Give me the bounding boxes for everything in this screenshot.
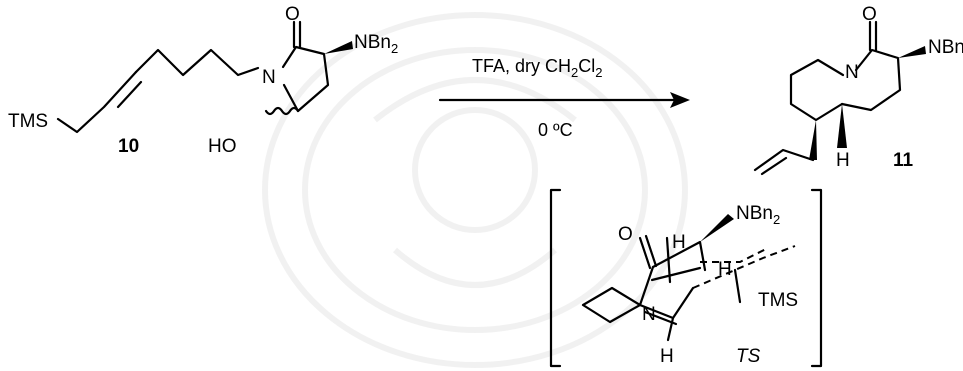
ts-h3-label: H (660, 346, 674, 367)
compound-number-11: 11 (893, 150, 914, 171)
reaction-arrow (438, 92, 690, 108)
sm-ho-label: HO (208, 136, 237, 157)
product-11: O N NBn2 H 11 (753, 4, 963, 176)
sm-n-label: N (262, 67, 276, 88)
ts-n-label: N (642, 304, 656, 325)
product-n-label: N (845, 62, 859, 83)
product-o-label: O (862, 4, 877, 25)
ts-o-label: O (618, 224, 633, 245)
ts-label: TS (736, 346, 761, 367)
compound-number-10: 10 (118, 136, 139, 157)
sm-o-label: O (285, 4, 300, 25)
ts-nbn2-label: NBn2 (736, 203, 780, 227)
product-h-label: H (836, 150, 850, 171)
ts-h1-label: H (672, 232, 686, 253)
sm-tms-label: TMS (8, 111, 48, 132)
ts-h2-label: H (718, 259, 732, 280)
starting-material-10: TMS N O NBn2 HO 10 (8, 4, 398, 157)
sm-nbn2-label: NBn2 (354, 32, 398, 56)
product-nbn2-label: NBn2 (928, 37, 963, 61)
ts-tms-label: TMS (758, 290, 798, 311)
reaction-conditions-temperature: 0 ºC (538, 120, 573, 140)
reaction-conditions-reagents: TFA, dry CH2Cl2 (472, 56, 602, 80)
transition-state: O NBn2 H H N TMS H TS (549, 188, 823, 368)
